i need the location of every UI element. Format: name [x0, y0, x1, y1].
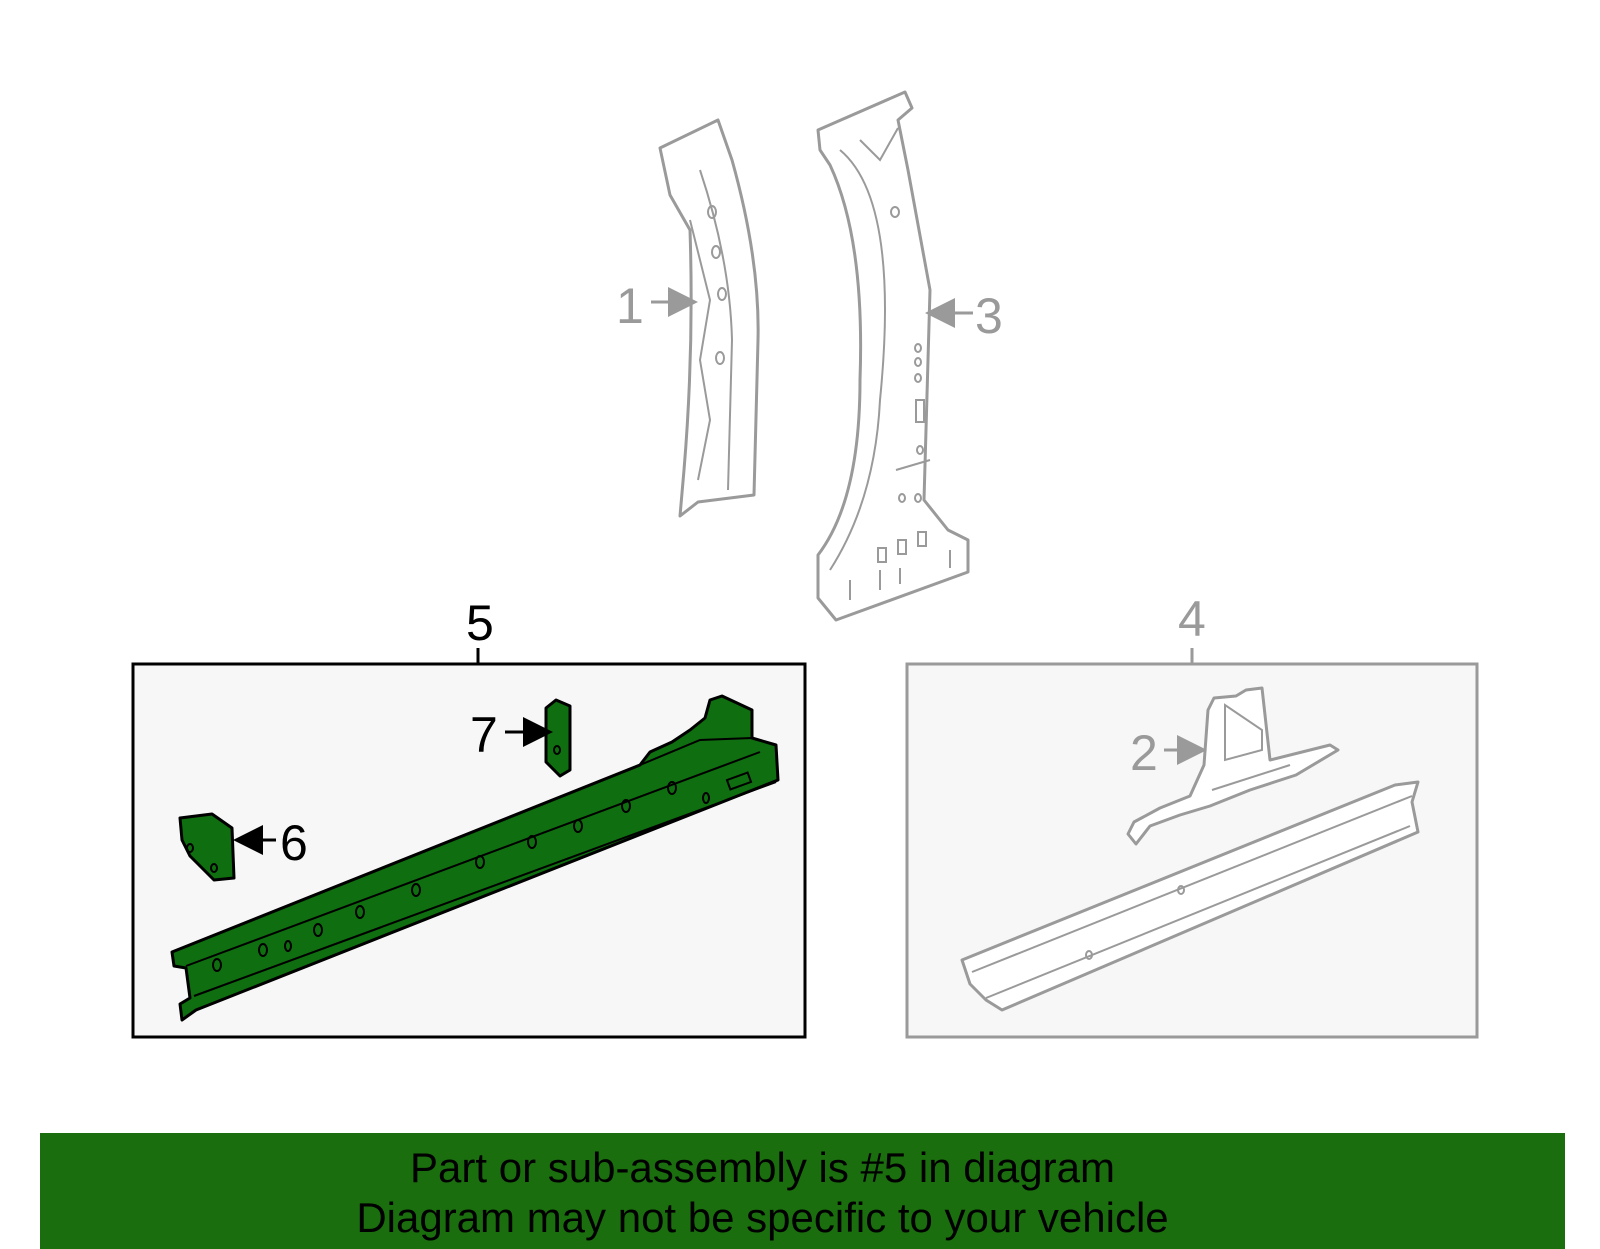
- callout-3: 3: [975, 288, 1003, 344]
- part-7-bracket[interactable]: [544, 698, 572, 778]
- part-1-pillar[interactable]: [658, 118, 760, 518]
- part-2-pillar-base[interactable]: [1126, 686, 1340, 846]
- callout-6: 6: [280, 815, 308, 871]
- part-5-rocker[interactable]: [170, 694, 780, 1022]
- part-4-rocker[interactable]: [960, 780, 1420, 1012]
- part-3-pillar[interactable]: [816, 90, 970, 622]
- info-banner: Part or sub-assembly is #5 in diagram Di…: [40, 1133, 1565, 1249]
- banner-line-1: Part or sub-assembly is #5 in diagram: [410, 1144, 1115, 1191]
- callout-7: 7: [470, 707, 498, 763]
- callout-2: 2: [1130, 725, 1158, 781]
- banner-line-2: Diagram may not be specific to your vehi…: [356, 1194, 1169, 1241]
- part-6-bracket[interactable]: [178, 812, 236, 882]
- callout-4: 4: [1178, 591, 1206, 647]
- callout-1: 1: [616, 278, 644, 334]
- callout-5: 5: [466, 595, 494, 651]
